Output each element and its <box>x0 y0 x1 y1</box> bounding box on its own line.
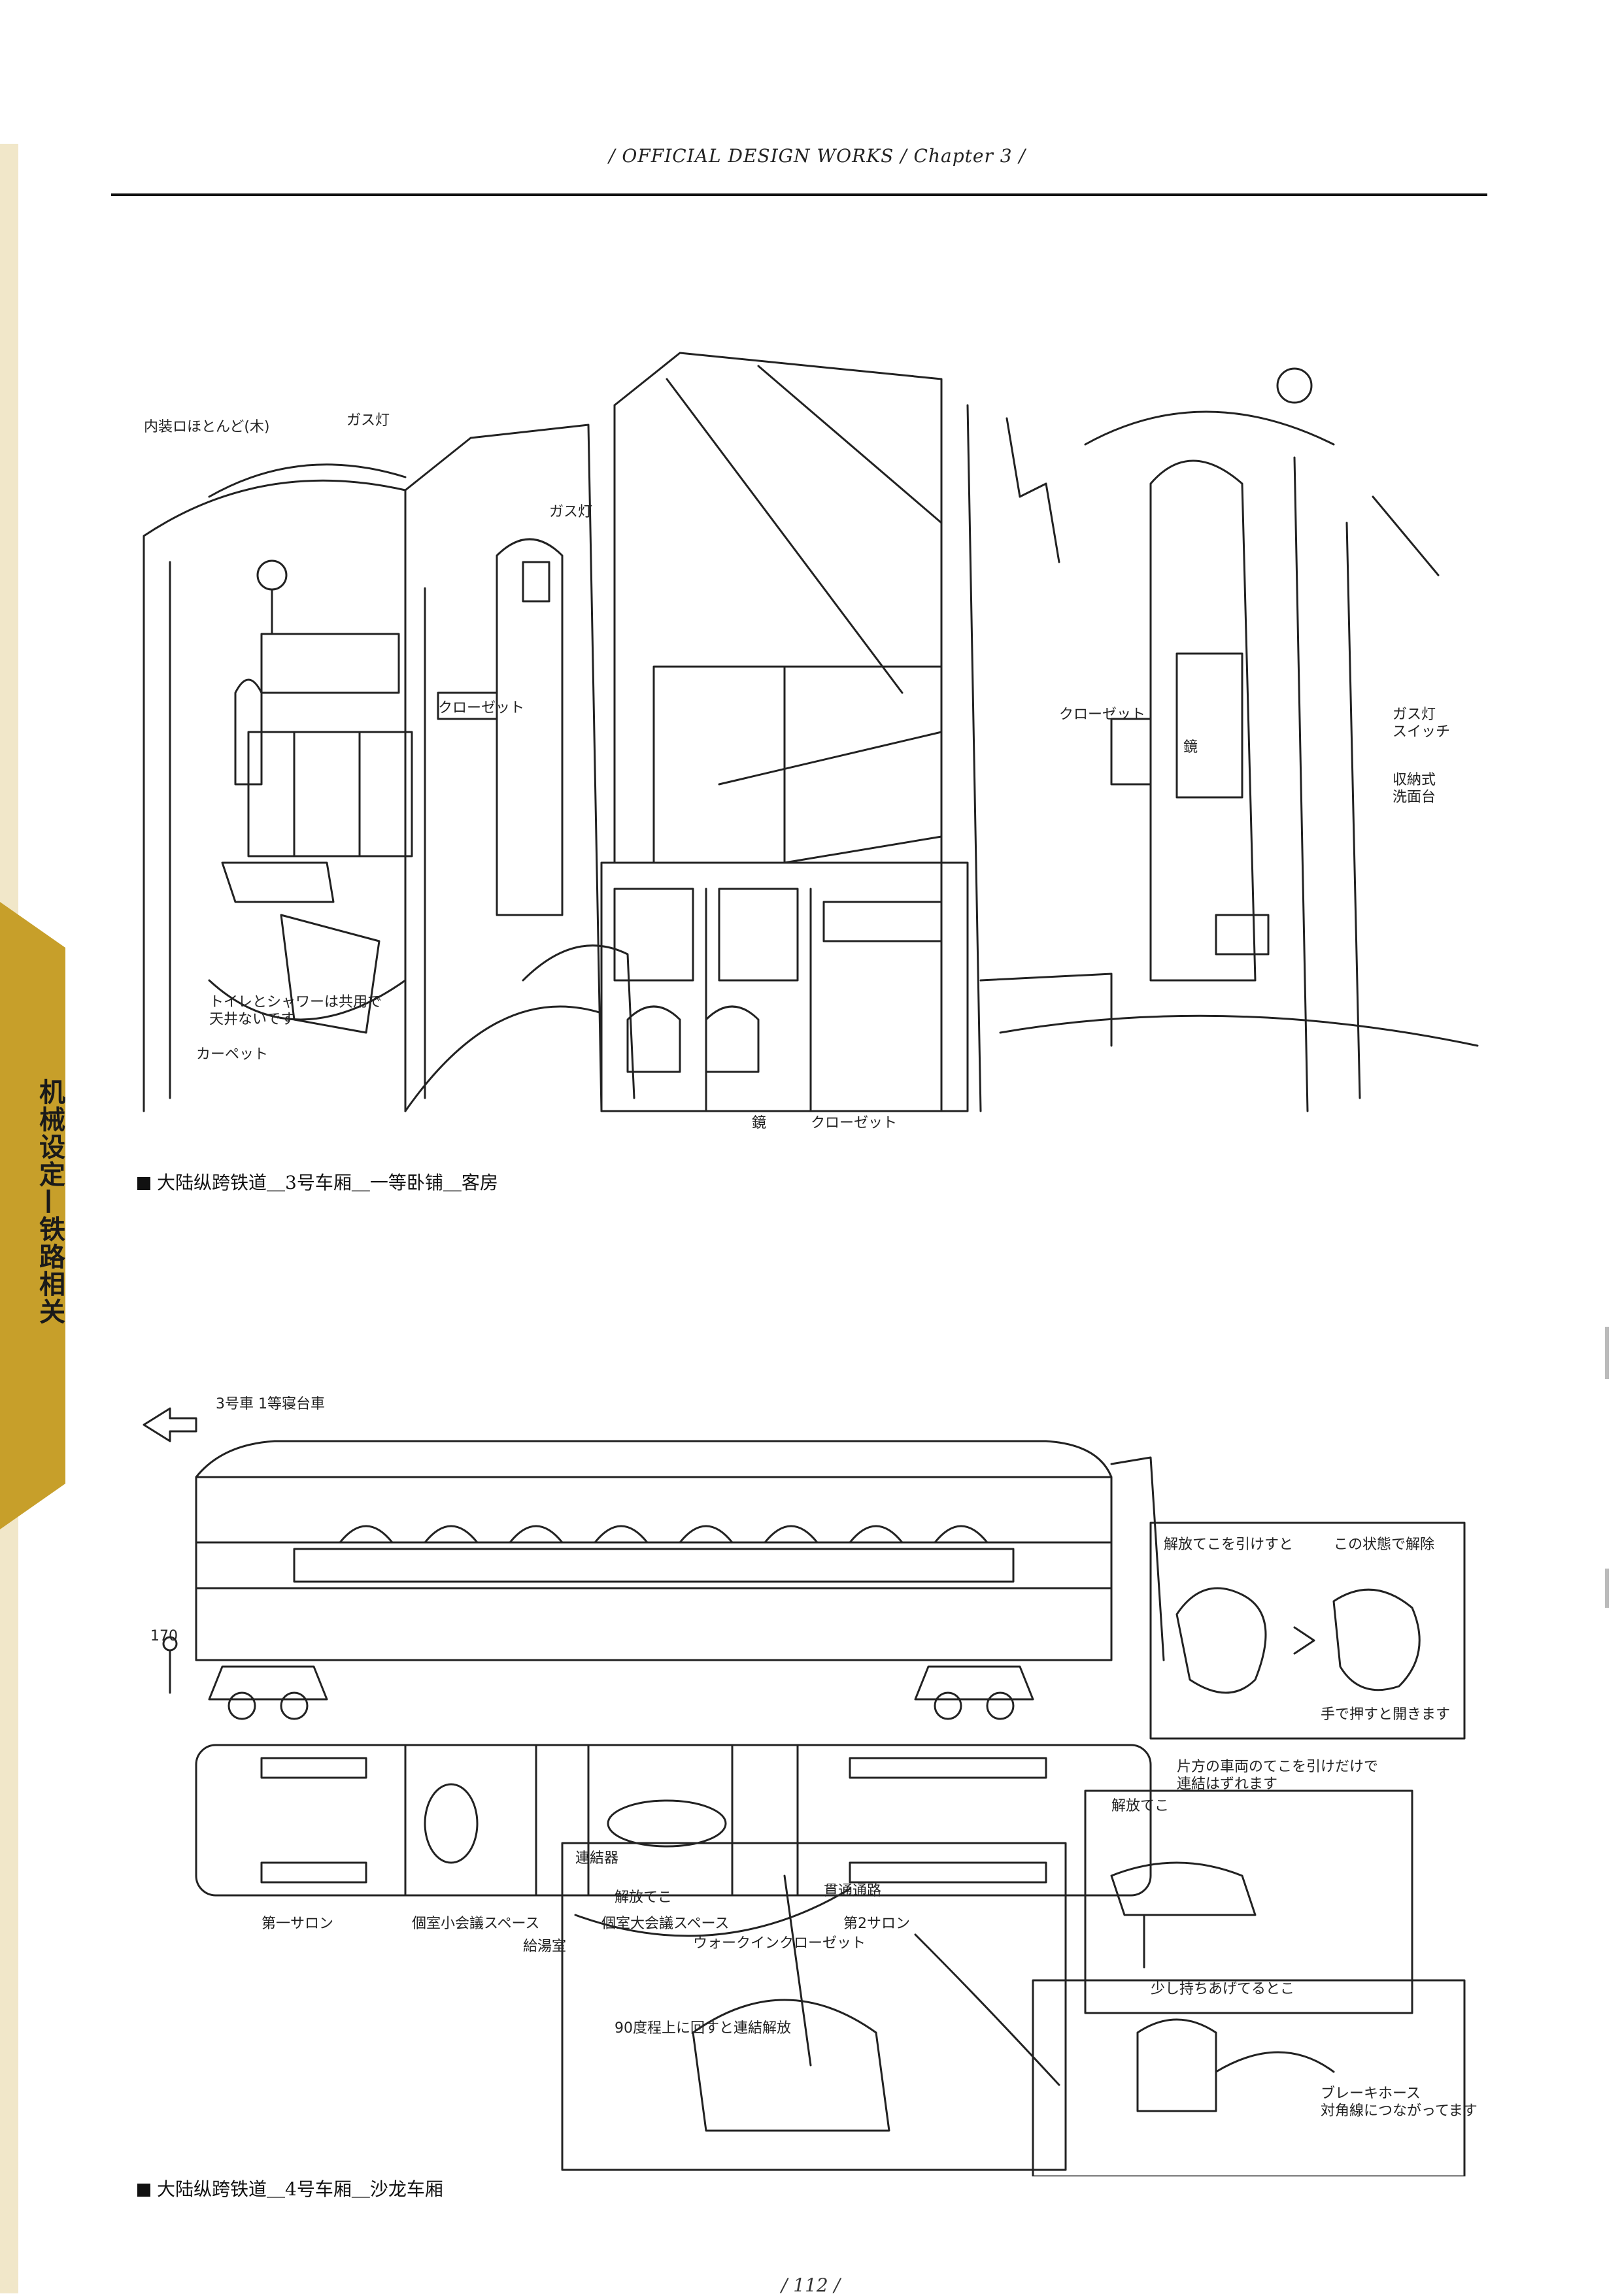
note-shared-toilet: トイレとシャワーは共用で天井ないです <box>209 994 382 1027</box>
note-salon-1: 第一サロン <box>262 1916 333 1932</box>
note-carpet: カーペット <box>196 1046 268 1063</box>
note-closet-left: クローゼット <box>438 700 524 716</box>
note-closet-bottom: クローゼット <box>811 1115 897 1131</box>
bottom-figure-caption-text: 大陆纵跨铁道＿4号车厢＿沙龙车厢 <box>157 2178 443 2200</box>
car-floor-plan-drawing <box>195 1744 1152 1897</box>
chapter-side-label: 机械设定—铁路相关 <box>35 1078 65 1325</box>
note-washbasin: 収納式洗面台 <box>1393 772 1436 805</box>
direction-arrow-icon <box>143 1407 197 1442</box>
note-pantry: 給湯室 <box>523 1938 566 1955</box>
note-meeting-large: 個室大会議スペース <box>601 1916 729 1932</box>
note-gas-lamp-centre: ガス灯 <box>549 504 592 520</box>
note-rotate-up: 90度程上に回すと連結解放 <box>615 2020 791 2037</box>
note-gas-lamp-left: ガス灯 <box>346 412 390 429</box>
compartment-wall-drawing <box>404 424 635 1112</box>
bottom-figure-caption: 大陆纵跨铁道＿4号车厢＿沙龙车厢 <box>137 2175 443 2201</box>
corridor-view-drawing <box>143 463 413 1112</box>
bunk-cutaway-drawing <box>600 352 969 1112</box>
note-meeting-small: 個室小会議スペース <box>412 1916 539 1932</box>
note-walk-in-closet: ウォークインクローゼット <box>693 1935 866 1952</box>
note-height-mark: 170 <box>150 1628 178 1644</box>
salon-car-sketch: 3号車 1等寝台車 170 第一サロン 個室小会議スペース 給湯室 個室大会議ス… <box>143 1396 1478 2176</box>
page-top-margin <box>0 0 1622 131</box>
note-from-car-3: 3号車 1等寝台車 <box>216 1396 325 1412</box>
running-header: / OFFICIAL DESIGN WORKS / Chapter 3 / <box>609 145 1026 167</box>
note-release-lever: 解放てこ <box>615 1889 672 1906</box>
sleeper-compartment-sketch: 内装ロほとんど(木) ガス灯 ガス灯 クローゼット クローゼット トイレとシャワ… <box>143 352 1479 1131</box>
note-push-by-hand: 手で押すと開きます <box>1321 1706 1450 1723</box>
note-coupler-box: 連結器 <box>575 1850 618 1867</box>
coupler-release-detail-drawing <box>561 1522 1466 2176</box>
note-brake-hose: ブレーキホース対角線につながってます <box>1321 2086 1478 2119</box>
note-mirror-right: 鏡 <box>1183 739 1198 756</box>
top-figure-caption: 大陆纵跨铁道＿3号车厢＿一等卧铺＿客房 <box>137 1169 498 1195</box>
caption-bullet <box>137 1177 150 1190</box>
note-gas-lamp-switch: ガス灯スイッチ <box>1393 707 1450 740</box>
note-in-this-state: この状態で解除 <box>1334 1537 1434 1553</box>
note-passage: 貫通通路 <box>824 1883 881 1899</box>
compartment-end-view-drawing <box>966 367 1479 1112</box>
note-lift-slightly: 少し持ちあげてるとこ <box>1151 1981 1294 1997</box>
scan-edge-mark <box>1605 1569 1609 1608</box>
note-pull-release-lever: 解放てこを引けすと <box>1164 1537 1293 1553</box>
chapter-side-tab <box>0 902 65 1529</box>
note-interior-wood: 内装ロほとんど(木) <box>144 419 270 435</box>
scan-edge-mark <box>1605 1327 1609 1379</box>
top-figure-caption-text: 大陆纵跨铁道＿3号车厢＿一等卧铺＿客房 <box>157 1172 498 1193</box>
header-rule <box>111 193 1487 196</box>
note-one-side-lever: 片方の車両のてこを引けだけで連結はずれます <box>1177 1759 1378 1792</box>
car-side-elevation-drawing <box>162 1440 1165 1720</box>
note-closet-right: クローゼット <box>1059 707 1145 723</box>
note-salon-2: 第2サロン <box>843 1916 910 1932</box>
caption-bullet <box>137 2184 150 2197</box>
note-mirror-bottom: 鏡 <box>752 1115 766 1131</box>
page-number: / 112 / <box>781 2274 841 2296</box>
note-release-lever-box: 解放てこ <box>1111 1798 1169 1814</box>
